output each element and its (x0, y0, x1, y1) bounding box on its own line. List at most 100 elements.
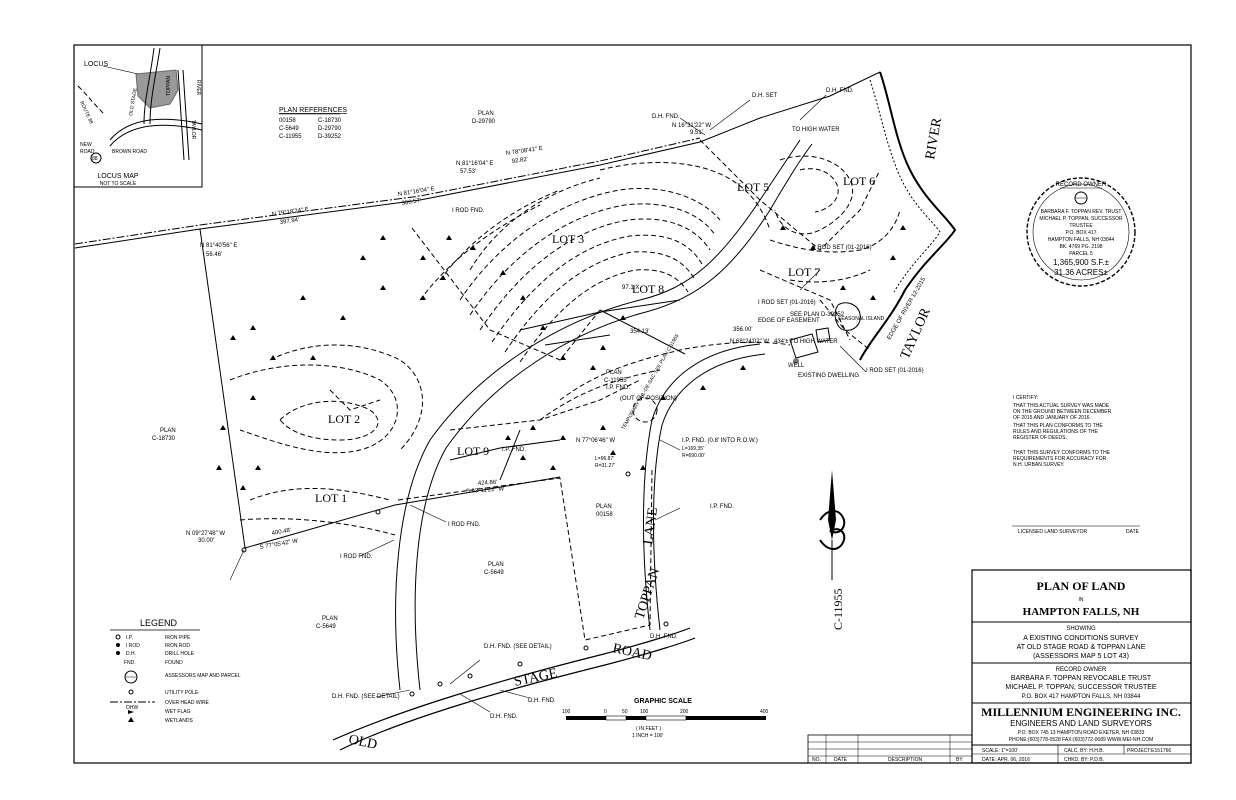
locus-road-river: RIVER (195, 80, 201, 96)
street-labels: OLD STAGE ROAD TOPPAN LANE TAYLOR RIVER (347, 116, 945, 753)
street-lane: LANE (641, 507, 661, 546)
callout-irod-set-1: I ROD SET (01-2016) (814, 245, 872, 251)
curve-l-1: L=169.35' (682, 446, 704, 452)
lot-labels: LOT 1 LOT 2 LOT 3 LOT 5 LOT 6 LOT 7 LOT … (315, 174, 875, 505)
scale-tick-3: 50 (622, 709, 628, 715)
bearing-12: N 68°24'02" W (730, 339, 769, 345)
tb-firm-sub: ENGINEERS AND LAND SURVEYORS (1010, 719, 1152, 728)
utility-pole-icon (128, 689, 134, 695)
bearing-3: N 81°16'04" E (397, 186, 435, 198)
tb-in: IN (1079, 597, 1084, 603)
map-plan-labels: PLAN D-29790 PLAN C-18730 PLAN C-11955 P… (152, 111, 627, 630)
locus-road-oldstage: OLD STAGE (128, 87, 139, 117)
plan-label-3: PLAN (606, 370, 622, 376)
tb-owner-3: P.O. BOX 417 HAMPTON FALLS, NH 03844 (1022, 694, 1141, 700)
lot-7-label: LOT 7 (788, 265, 820, 279)
street-old: OLD (347, 732, 378, 753)
callout-edge-easement: EDGE OF EASEMENT (758, 318, 820, 324)
well-icon (793, 358, 799, 364)
utility-poles (241, 471, 669, 697)
seal-line-4: P.O. BOX 417 (1065, 230, 1096, 236)
seal-line-1: BARBARA F. TOPPAN REV. TRUST (1041, 209, 1122, 215)
iron-pipe-icon (115, 634, 121, 640)
callout-out-of-position: (OUT OF POSITION) (620, 396, 677, 402)
rev-header-no: NO. (812, 757, 821, 763)
callout-ip-fnd-4: I.P. FND. (710, 504, 734, 510)
seal-line-6: BK. 4769 PG. 2198 (1059, 244, 1102, 250)
locus-road-route88: ROUTE 88 (78, 100, 94, 125)
plan-label-1: PLAN (478, 111, 494, 117)
drill-hole-icon (116, 651, 120, 655)
tb-desc-2: AT OLD STAGE ROAD & TOPPAN LANE (1017, 644, 1146, 651)
locus-subcaption: NOT TO SCALE (100, 181, 137, 187)
scale-unit: ( IN FEET ) (636, 726, 662, 732)
plan-label-6: PLAN (322, 616, 338, 622)
locus-map: LOCUS ROUTE 88 NEW ROAD BROWN ROAD OLD S… (73, 44, 203, 188)
tb-owner-2: MICHAEL P. TOPPAN, SUCCESSOR TRUSTEE (1005, 684, 1157, 691)
legend-desc-utility: UTILITY POLE (165, 690, 199, 696)
tb-project: PROJECT:E151766 (1127, 748, 1171, 754)
bearing-labels: N 79°18'24" E 397.94' N 81°40'56" E 56.4… (186, 123, 838, 551)
lot-1-label: LOT 1 (315, 491, 347, 505)
plan-label-2: PLAN (160, 428, 176, 434)
callout-dh-fnd-2: D.H. FND. (652, 114, 680, 120)
cert-line-2: THAT THIS ACTUAL SURVEY WAS MADE (1013, 403, 1110, 409)
callout-ip-fnd-1: I.P. FND. (606, 385, 630, 391)
spot-elevation: 97.1 X (622, 285, 639, 291)
locus-label: LOCUS (84, 61, 108, 68)
lot-5-label: LOT 5 (737, 180, 769, 194)
tb-town: HAMPTON FALLS, NH (1023, 606, 1140, 618)
callout-ip-fnd-2: I.P. FND. (502, 447, 526, 453)
tb-scale: SCALE: 1"=100' (982, 748, 1018, 754)
lot-3-label: LOT 3 (552, 232, 584, 246)
callout-irod-fnd-1: I ROD FND. (452, 208, 485, 214)
legend-sym-irod: I ROD (126, 643, 140, 649)
locus-road-road: ROAD (80, 149, 95, 155)
legend-desc-dh: DRILL HOLE (165, 651, 195, 657)
seal-line-3: TRUSTEE (1069, 223, 1093, 229)
seasonal-island (834, 302, 861, 331)
locus-road-toppan: TOPPAN (166, 76, 172, 96)
tb-chkd: CHKD. BY: P.D.B. (1064, 757, 1104, 763)
plan-ref-label-2: C-18730 (152, 436, 176, 442)
route-shield-number: 88 (92, 156, 98, 162)
curve-r-1: R=690.00' (682, 453, 705, 459)
river-river: RIVER (923, 116, 945, 161)
rev-header-desc: DESCRIPTION (888, 757, 923, 763)
legend-desc-wetflag: WET FLAG (165, 709, 191, 715)
callout-dh-detail-1: D.H. FND. (SEE DETAIL) (484, 644, 552, 650)
callout-ip-fnd-3: I.P. FND. (0.8' INTO R.O.W.) (682, 438, 758, 444)
legend-desc-irod: IRON ROD (165, 643, 190, 649)
plan-ref-4: C-18730 (318, 118, 342, 124)
legend-desc-ohw: OVER HEAD WIRE (165, 700, 210, 706)
cert-line-7: REGISTER OF DEEDS. (1013, 435, 1067, 441)
locus-caption: LOCUS MAP (97, 173, 139, 180)
high-water-tie: 434'± TO HIGH WATER (774, 339, 838, 345)
plan-ref-5: D-29790 (318, 126, 342, 132)
revision-block: NO. DATE DESCRIPTION BY (807, 734, 973, 764)
distance-1: 397.94' (279, 217, 299, 226)
distance-12: 356.00' (733, 327, 753, 333)
callout-irod-fnd-2: I ROD FND. (448, 522, 481, 528)
callout-see-plan: SEE PLAN D-39252 (790, 312, 845, 318)
plan-references-title: PLAN REFERENCES (279, 107, 347, 114)
cert-line-6: RULES AND REGULATIONS OF THE (1013, 429, 1098, 435)
plan-ref-label-5: C-5649 (484, 570, 504, 576)
north-arrow-icon (828, 470, 836, 540)
north-arrow: C-11955 (819, 470, 846, 630)
sheet-border (73, 44, 1192, 764)
callout-irod-set-3: I ROD SET (01-2016) (866, 368, 924, 374)
tb-title: PLAN OF LAND (1037, 579, 1126, 593)
lot-2-label: LOT 2 (328, 412, 360, 426)
scale-tick-6: 400 (760, 709, 769, 715)
cert-line-1: I CERTIFY: (1013, 395, 1038, 401)
tb-calc: CALC. BY: H.H.B. (1064, 748, 1104, 754)
scale-tick-1: 100 (562, 709, 571, 715)
bearing-1: N 79°18'24" E (271, 207, 309, 218)
distance-5: 92.82' (511, 157, 528, 165)
graphic-scale: GRAPHIC SCALE 100 0 50 100 200 400 ( IN … (562, 698, 769, 739)
tb-desc-1: A EXISTING CONDITIONS SURVEY (1023, 635, 1139, 642)
seal-title: RECORD OWNER (1056, 182, 1107, 188)
cert-surveyor: LICENSED LAND SURVEYOR (1018, 529, 1087, 535)
curve-l-2: L=96.87' (595, 456, 614, 462)
